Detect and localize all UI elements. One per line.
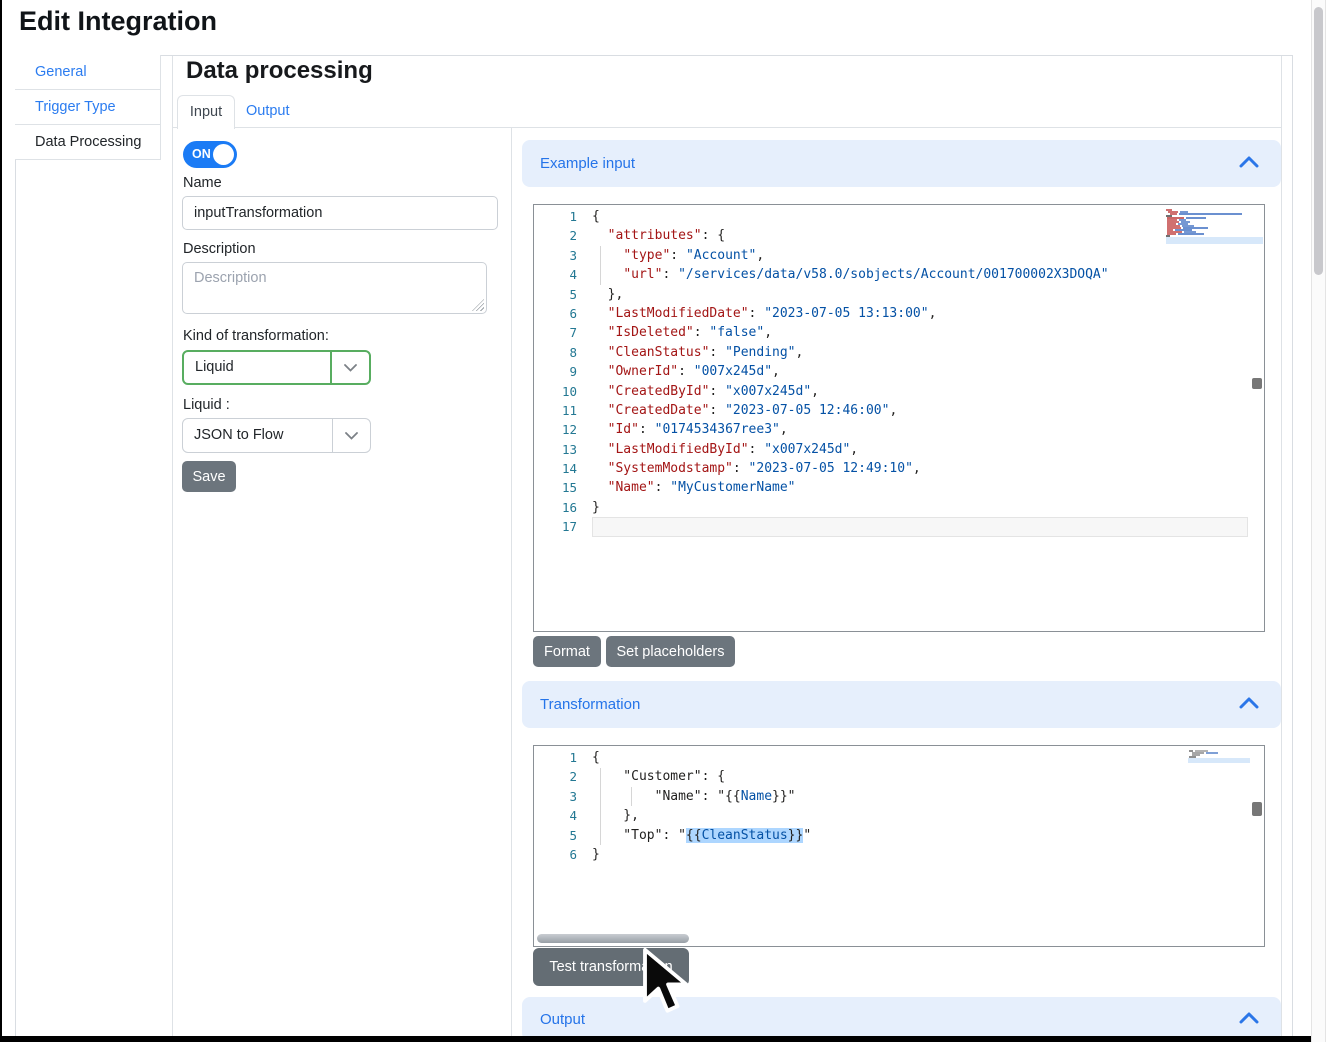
output-panel-header[interactable]: Output — [522, 997, 1281, 1041]
output-title: Output — [540, 1011, 585, 1028]
code-line[interactable]: 5 "Top": "{{CleanStatus}}" — [534, 826, 1264, 845]
indent-guide — [631, 787, 632, 806]
indent-guide — [600, 768, 601, 845]
editor-vscrollbar-thumb[interactable] — [1252, 378, 1262, 389]
transformation-editor[interactable]: 1{2 "Customer": {3 "Name": "{{Name}}"4 }… — [533, 745, 1265, 947]
code-line[interactable]: 9 "OwnerId": "007x245d", — [534, 362, 1264, 381]
code-line[interactable]: 16} — [534, 498, 1264, 517]
chevron-down-icon[interactable] — [332, 419, 370, 452]
sidebar-item-trigger-type[interactable]: Trigger Type — [15, 90, 160, 125]
format-button[interactable]: Format — [533, 636, 601, 667]
minimap-slider[interactable] — [1166, 237, 1263, 244]
code-line[interactable]: 10 "CreatedById": "x007x245d", — [534, 382, 1264, 401]
code-line[interactable]: 4 "url": "/services/data/v58.0/sobjects/… — [534, 265, 1264, 284]
tab-input[interactable]: Input — [177, 95, 235, 129]
liquid-select[interactable]: JSON to Flow — [182, 418, 371, 453]
editor-vscrollbar-thumb[interactable] — [1252, 802, 1262, 816]
page-scrollbar-thumb[interactable] — [1314, 7, 1323, 275]
minimap[interactable] — [1164, 208, 1250, 240]
screenshot-frame — [0, 1036, 1311, 1042]
kind-label: Kind of transformation: — [183, 328, 329, 344]
name-input[interactable]: inputTransformation — [182, 196, 498, 230]
code-line[interactable]: 13 "LastModifiedById": "x007x245d", — [534, 440, 1264, 459]
example-input-title: Example input — [540, 155, 635, 172]
card-left-border — [172, 56, 173, 1036]
example-input-panel-header[interactable]: Example input — [522, 140, 1281, 187]
set-placeholders-button[interactable]: Set placeholders — [606, 636, 735, 667]
code-line[interactable]: 15 "Name": "MyCustomerName" — [534, 478, 1264, 497]
code-line[interactable]: 3 "type": "Account", — [534, 246, 1264, 265]
chevron-up-icon[interactable] — [1239, 155, 1259, 172]
name-label: Name — [183, 175, 222, 191]
code-line[interactable]: 4 }, — [534, 806, 1264, 825]
example-input-editor[interactable]: 1{2 "attributes": {3 "type": "Account",4… — [533, 204, 1265, 632]
page-scrollbar[interactable] — [1311, 0, 1326, 1042]
mouse-cursor-icon — [638, 947, 694, 1017]
chevron-up-icon[interactable] — [1239, 696, 1259, 713]
sidebar-item-data-processing[interactable]: Data Processing — [15, 125, 160, 160]
minimap-slider[interactable] — [1188, 758, 1250, 763]
toggle-knob — [213, 144, 234, 165]
screenshot-frame — [0, 0, 2, 1042]
sidebar-nav: General Trigger Type Data Processing — [15, 55, 161, 160]
sidebar-item-general[interactable]: General — [15, 55, 160, 90]
code-line[interactable]: 7 "IsDeleted": "false", — [534, 323, 1264, 342]
code-line[interactable]: 3 "Name": "{{Name}}" — [534, 787, 1264, 806]
description-placeholder: Description — [183, 263, 486, 286]
column-divider — [511, 128, 512, 1036]
section-title: Data processing — [186, 57, 373, 85]
code-line[interactable]: 6} — [534, 845, 1264, 864]
code-line[interactable]: 11 "CreatedDate": "2023-07-05 12:46:00", — [534, 401, 1264, 420]
code-line[interactable]: 5 }, — [534, 285, 1264, 304]
code-line[interactable]: 1{ — [534, 748, 1264, 767]
example-input-code[interactable]: 1{2 "attributes": {3 "type": "Account",4… — [534, 207, 1264, 537]
description-label: Description — [183, 241, 256, 257]
kind-select-value: Liquid — [195, 352, 234, 383]
save-button[interactable]: Save — [182, 461, 236, 492]
liquid-select-value: JSON to Flow — [194, 419, 283, 452]
tabbar-border — [173, 127, 1281, 128]
toggle-on-label: ON — [192, 147, 211, 161]
chevron-up-icon[interactable] — [1239, 1011, 1259, 1028]
card-right-border — [1281, 56, 1282, 1036]
chevron-down-icon[interactable] — [330, 352, 369, 383]
kind-select[interactable]: Liquid — [182, 350, 371, 385]
indent-guide — [600, 246, 601, 285]
code-line[interactable]: 8 "CleanStatus": "Pending", — [534, 343, 1264, 362]
transformation-title: Transformation — [540, 696, 640, 713]
code-line[interactable]: 12 "Id": "0174534367ree3", — [534, 420, 1264, 439]
enabled-toggle[interactable]: ON — [183, 141, 237, 168]
tab-output[interactable]: Output — [246, 103, 290, 119]
page-title: Edit Integration — [19, 6, 217, 37]
code-line[interactable]: 2 "Customer": { — [534, 767, 1264, 786]
description-textarea[interactable]: Description — [182, 262, 487, 314]
code-line[interactable]: 1{ — [534, 207, 1264, 226]
transformation-code[interactable]: 1{2 "Customer": {3 "Name": "{{Name}}"4 }… — [534, 748, 1264, 864]
liquid-label: Liquid : — [183, 397, 230, 413]
resize-handle[interactable] — [472, 299, 484, 311]
code-line[interactable]: 14 "SystemModstamp": "2023-07-05 12:49:1… — [534, 459, 1264, 478]
code-line[interactable]: 17 — [534, 517, 1264, 536]
code-line[interactable]: 2 "attributes": { — [534, 226, 1264, 245]
editor-hscrollbar-thumb[interactable] — [537, 934, 689, 943]
code-line[interactable]: 6 "LastModifiedDate": "2023-07-05 13:13:… — [534, 304, 1264, 323]
transformation-panel-header[interactable]: Transformation — [522, 681, 1281, 728]
